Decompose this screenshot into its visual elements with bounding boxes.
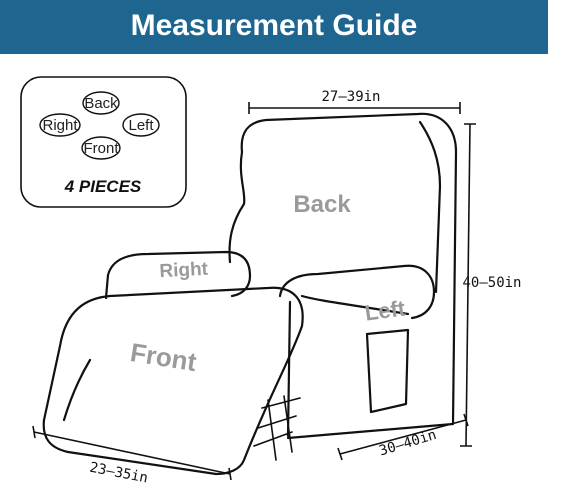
depth-dimension-line bbox=[337, 413, 469, 461]
page-title: Measurement Guide bbox=[130, 9, 418, 42]
legend-piece-front: Front bbox=[83, 140, 119, 157]
legend-piece-right: Right bbox=[42, 117, 78, 134]
left-arm-top-edge bbox=[300, 294, 410, 316]
recliner-mechanism bbox=[253, 395, 301, 461]
width-dimension-line bbox=[248, 102, 461, 114]
left-part-label: Left bbox=[363, 295, 407, 325]
right-part-label: Right bbox=[159, 259, 209, 283]
pieces-count: 4 PIECES bbox=[64, 177, 142, 196]
side-pocket bbox=[365, 328, 410, 414]
left-arm-front-edge bbox=[286, 300, 292, 438]
header-bar: Measurement Guide bbox=[0, 0, 548, 54]
legend-piece-right-oval bbox=[39, 113, 81, 137]
footrest-fold bbox=[62, 358, 92, 422]
legend-piece-back-oval bbox=[82, 91, 120, 115]
legend-piece-back: Back bbox=[84, 95, 118, 112]
front-part-label: Front bbox=[128, 337, 199, 377]
footrest-outline bbox=[42, 286, 304, 476]
depth-dimension: 30–40in bbox=[377, 427, 438, 460]
legend-piece-left: Left bbox=[128, 117, 154, 134]
width-dimension: 27–39in bbox=[321, 89, 380, 105]
front-dimension-line bbox=[32, 425, 232, 481]
height-dimension: 40–50in bbox=[462, 275, 521, 291]
pieces-legend: Back Right Left Front 4 PIECES bbox=[20, 76, 187, 208]
recliner-outline bbox=[42, 112, 458, 476]
backrest-inner-edge bbox=[418, 120, 442, 294]
height-dimension-line bbox=[460, 123, 476, 447]
back-part-label: Back bbox=[293, 191, 351, 218]
right-arm-front bbox=[104, 273, 110, 300]
left-arm-outline bbox=[278, 264, 436, 320]
legend-piece-left-oval bbox=[122, 113, 160, 137]
dimension-lines bbox=[32, 102, 476, 481]
backrest-outline bbox=[240, 112, 458, 440]
backrest-left-edge bbox=[228, 150, 246, 264]
legend-piece-front-oval bbox=[81, 136, 121, 160]
